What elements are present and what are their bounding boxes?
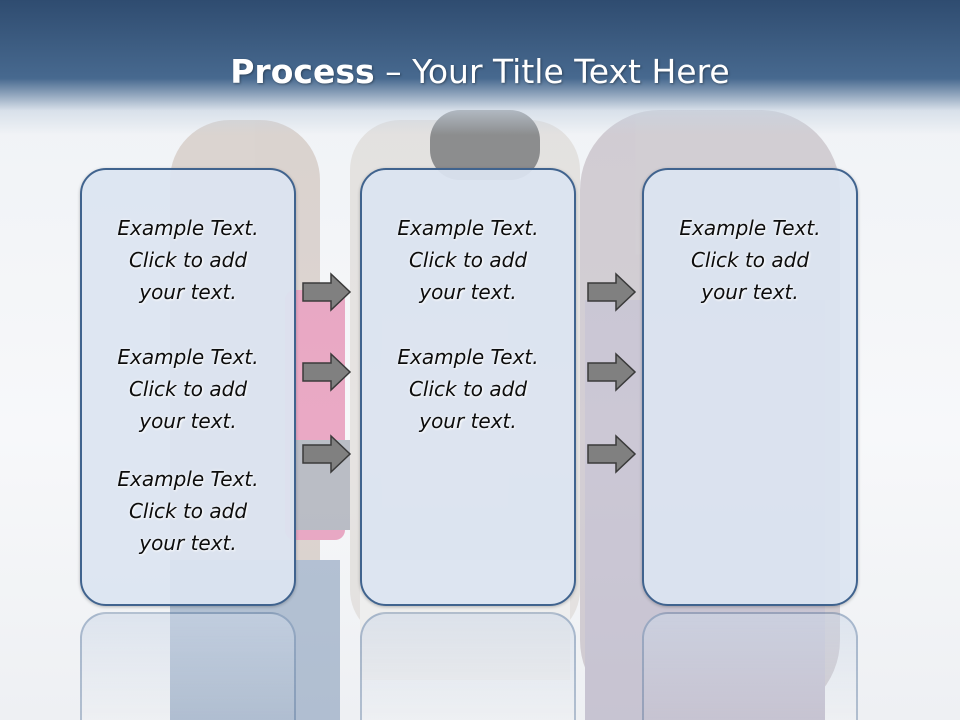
text-line: Click to add bbox=[408, 377, 528, 401]
text-line: your text. bbox=[419, 409, 517, 433]
text-line: Click to add bbox=[128, 377, 248, 401]
text-line: Example Text. bbox=[117, 216, 259, 240]
panel-reflection bbox=[80, 612, 296, 720]
text-line: your text. bbox=[139, 531, 237, 555]
text-placeholder[interactable]: Example Text. Click to add your text. bbox=[644, 212, 856, 308]
text-placeholder[interactable]: Example Text. Click to add your text. bbox=[362, 341, 574, 437]
text-line: Click to add bbox=[128, 499, 248, 523]
panel-reflection bbox=[642, 612, 858, 720]
slide-title[interactable]: Process – Your Title Text Here bbox=[0, 52, 960, 91]
right-arrow-icon bbox=[587, 272, 637, 312]
right-arrow-icon bbox=[302, 352, 352, 392]
text-line: your text. bbox=[139, 409, 237, 433]
right-arrow-icon bbox=[587, 352, 637, 392]
text-line: Click to add bbox=[408, 248, 528, 272]
text-placeholder[interactable]: Example Text. Click to add your text. bbox=[362, 212, 574, 308]
text-line: Example Text. bbox=[679, 216, 821, 240]
text-line: Example Text. bbox=[117, 467, 259, 491]
text-line: Example Text. bbox=[117, 345, 259, 369]
text-line: Click to add bbox=[128, 248, 248, 272]
right-arrow-icon bbox=[302, 434, 352, 474]
process-panel-1[interactable]: Example Text. Click to add your text. Ex… bbox=[80, 168, 296, 606]
title-bar bbox=[0, 0, 960, 135]
text-line: Example Text. bbox=[397, 216, 539, 240]
text-placeholder[interactable]: Example Text. Click to add your text. bbox=[82, 341, 294, 437]
text-line: your text. bbox=[419, 280, 517, 304]
right-arrow-icon bbox=[587, 434, 637, 474]
right-arrow-icon bbox=[302, 272, 352, 312]
text-line: your text. bbox=[139, 280, 237, 304]
text-line: Example Text. bbox=[397, 345, 539, 369]
text-placeholder[interactable]: Example Text. Click to add your text. bbox=[82, 463, 294, 559]
title-rest-text: – Your Title Text Here bbox=[374, 52, 730, 91]
process-panel-3[interactable]: Example Text. Click to add your text. bbox=[642, 168, 858, 606]
text-line: your text. bbox=[701, 280, 799, 304]
title-bold-text: Process bbox=[230, 52, 375, 91]
panel-reflection bbox=[360, 612, 576, 720]
text-placeholder[interactable]: Example Text. Click to add your text. bbox=[82, 212, 294, 308]
process-panel-2[interactable]: Example Text. Click to add your text. Ex… bbox=[360, 168, 576, 606]
text-line: Click to add bbox=[690, 248, 810, 272]
